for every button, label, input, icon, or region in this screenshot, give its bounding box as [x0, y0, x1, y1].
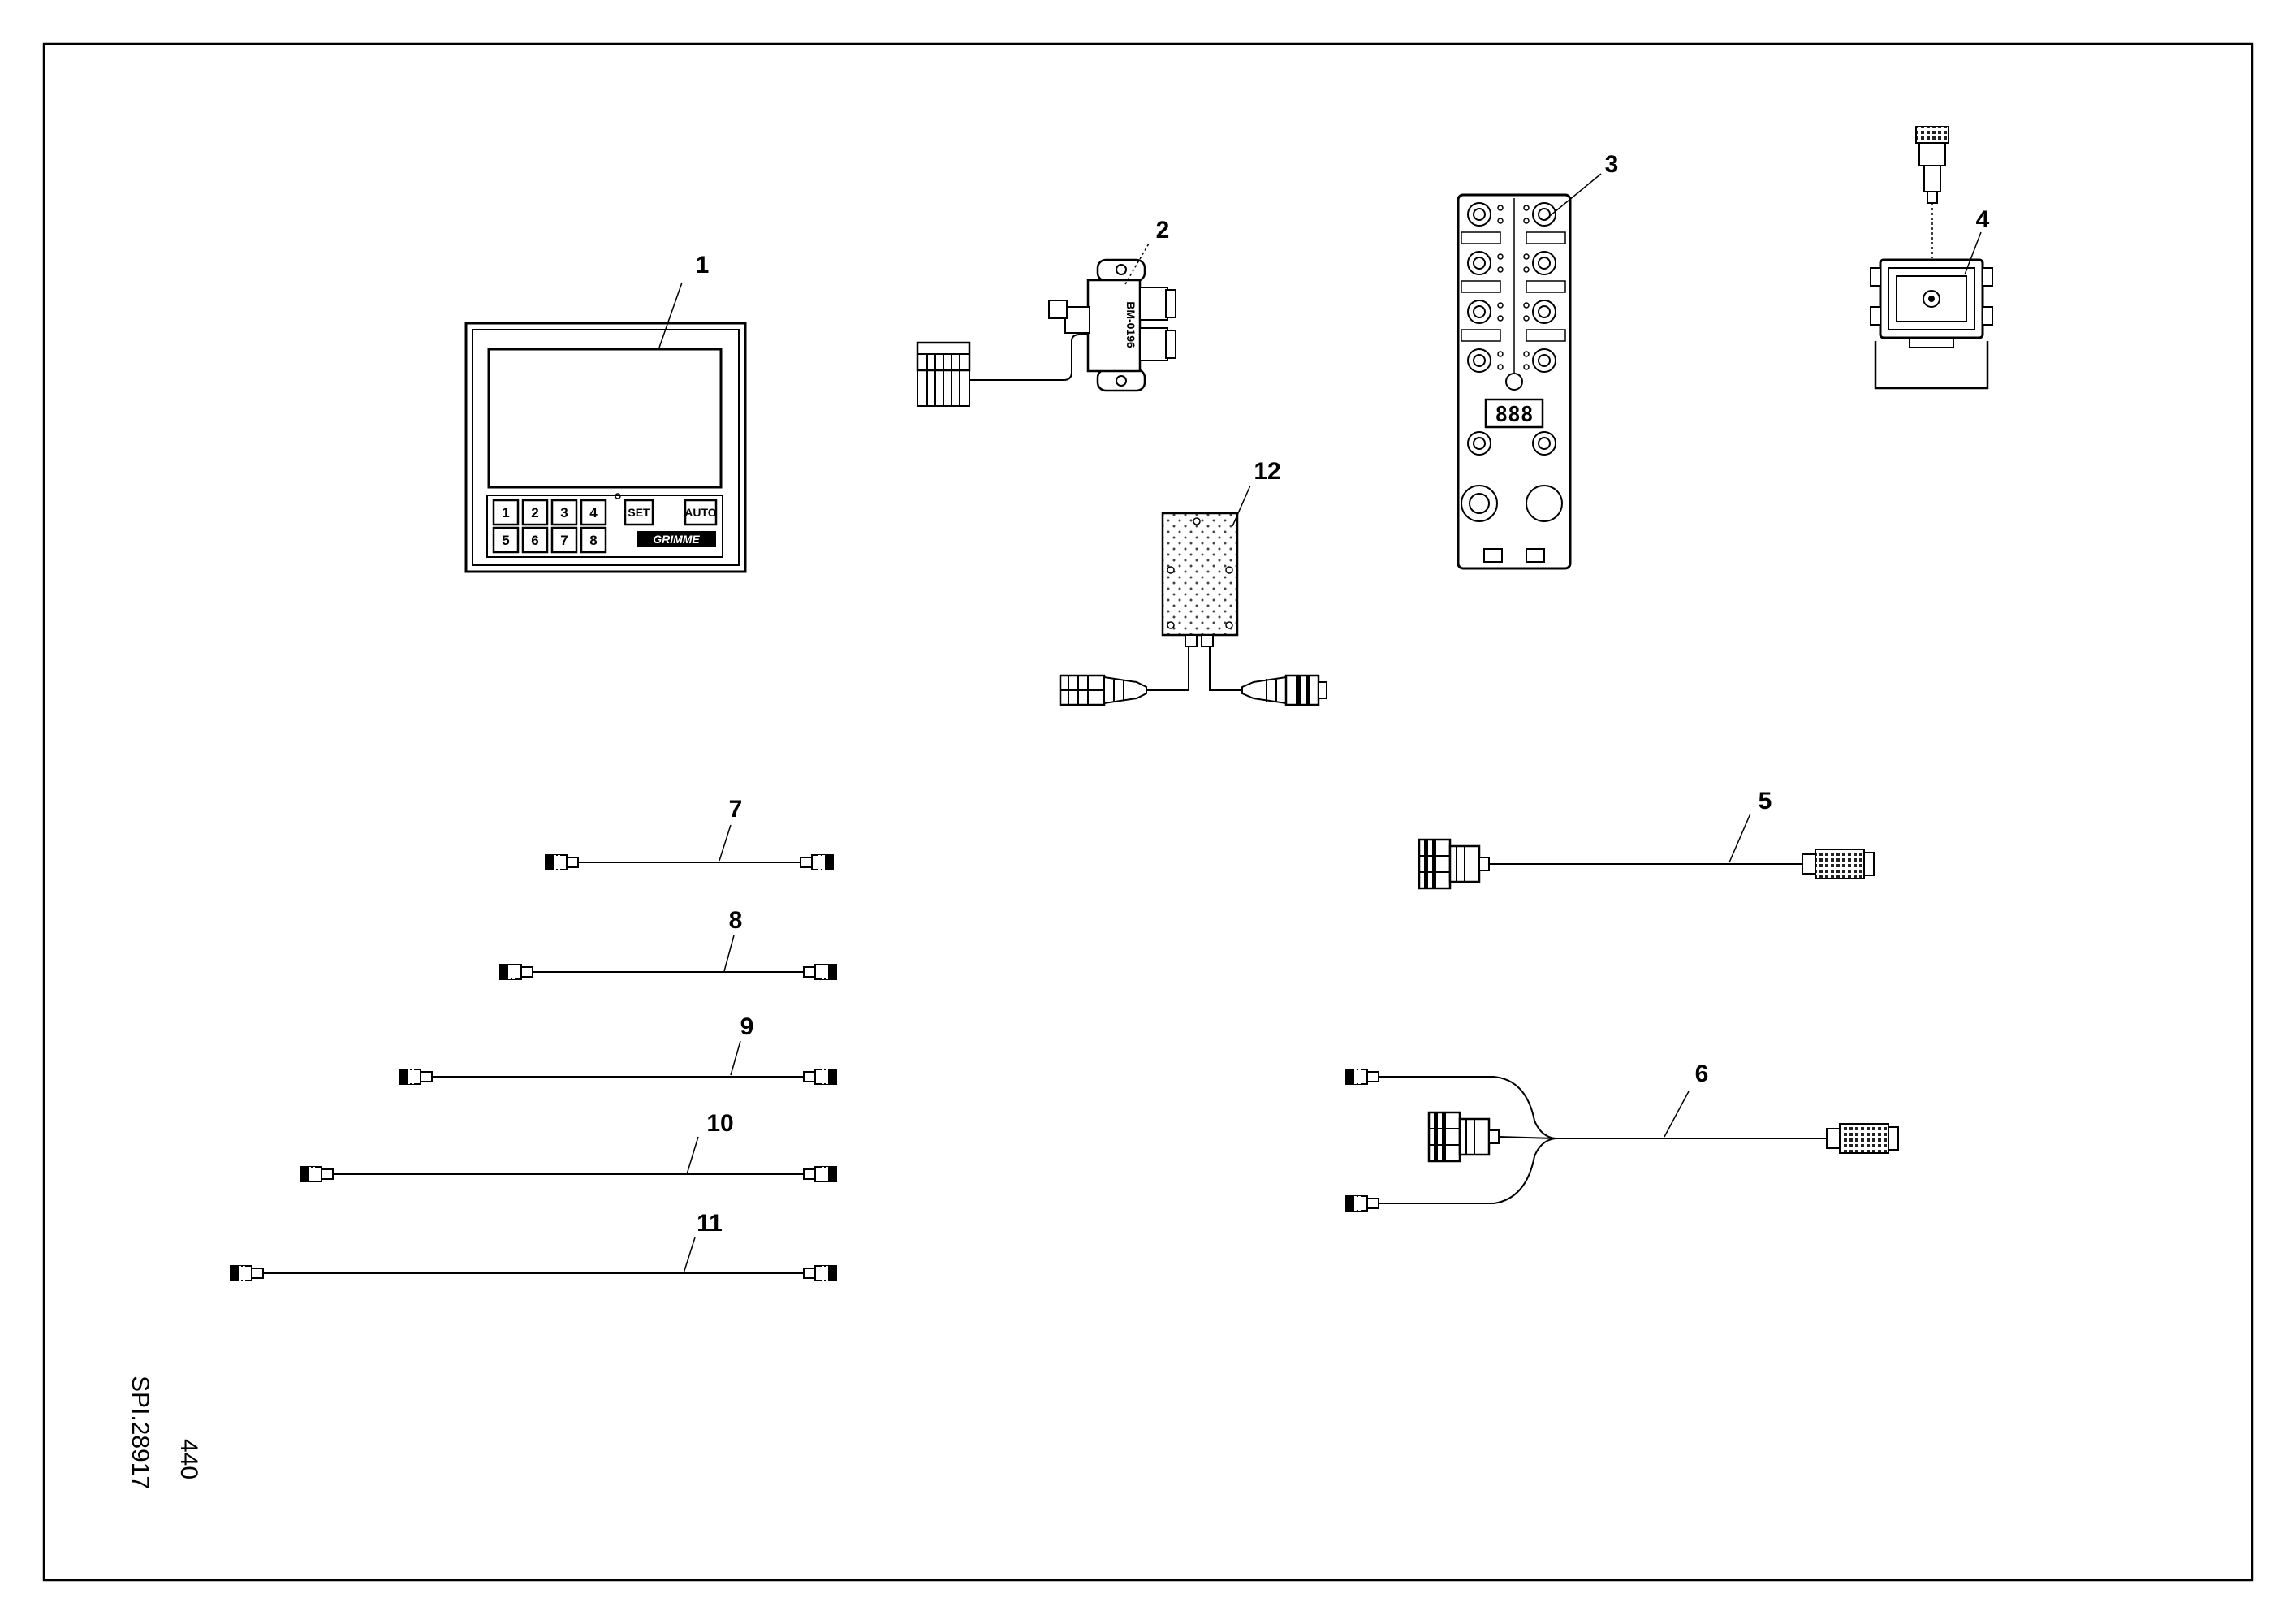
cable-6 [1345, 1069, 1899, 1212]
key-6-label: 6 [531, 533, 538, 548]
callout-12: 12 [1254, 458, 1280, 485]
callout-3: 3 [1605, 151, 1619, 178]
key-1[interactable] [492, 499, 520, 526]
set-key[interactable] [624, 499, 654, 526]
auto-key-label: AUTO [684, 506, 717, 519]
callout-9: 9 [740, 1013, 754, 1040]
terminal-brand-logo: GRIMME [653, 533, 700, 546]
splitter-marking: BM-0196 [1124, 301, 1137, 348]
cable-7 [545, 854, 834, 870]
callout-2: 2 [1156, 217, 1170, 244]
set-key-label: SET [628, 506, 650, 519]
cable-8 [499, 964, 837, 980]
page-number: 440 [175, 1439, 202, 1479]
key-7-label: 7 [560, 533, 568, 548]
callout-4: 4 [1976, 206, 1990, 233]
cable-9 [399, 1069, 837, 1085]
cable-10 [300, 1166, 837, 1182]
terminal-keypad: 1 2 3 4 5 6 7 8 SET AUTO [492, 499, 718, 554]
io-module: 888 [1457, 193, 1572, 570]
io-module-display: 888 [1495, 403, 1534, 427]
key-4-label: 4 [589, 505, 598, 520]
key-5-label: 5 [502, 533, 509, 548]
drawing-id: SPI.28917 [127, 1376, 153, 1489]
key-6[interactable] [521, 526, 549, 554]
key-1-label: 1 [502, 505, 509, 520]
key-4[interactable] [580, 499, 607, 526]
key-8[interactable] [580, 526, 607, 554]
cable-5 [1418, 838, 1875, 890]
key-8-label: 8 [589, 533, 597, 548]
callout-5: 5 [1759, 788, 1772, 814]
callout-6: 6 [1695, 1060, 1709, 1087]
key-5[interactable] [492, 526, 520, 554]
key-7[interactable] [550, 526, 578, 554]
cable-11 [230, 1265, 837, 1281]
key-2-label: 2 [531, 505, 538, 520]
callout-8: 8 [729, 907, 743, 934]
key-3[interactable] [550, 499, 578, 526]
callout-7: 7 [729, 796, 743, 823]
relay-module [1059, 512, 1327, 706]
key-2[interactable] [521, 499, 549, 526]
callout-1: 1 [696, 252, 710, 279]
drawing-frame [42, 42, 2254, 1582]
auto-key[interactable] [684, 499, 718, 526]
callout-11: 11 [697, 1210, 723, 1237]
terminal-unit: 1 2 3 4 5 6 7 8 SET AUTO GRIMME [464, 322, 747, 573]
camera [1870, 126, 1993, 390]
callout-10: 10 [706, 1110, 733, 1137]
key-3-label: 3 [560, 505, 568, 520]
cable-splitter: BM-0196 [916, 258, 1176, 407]
